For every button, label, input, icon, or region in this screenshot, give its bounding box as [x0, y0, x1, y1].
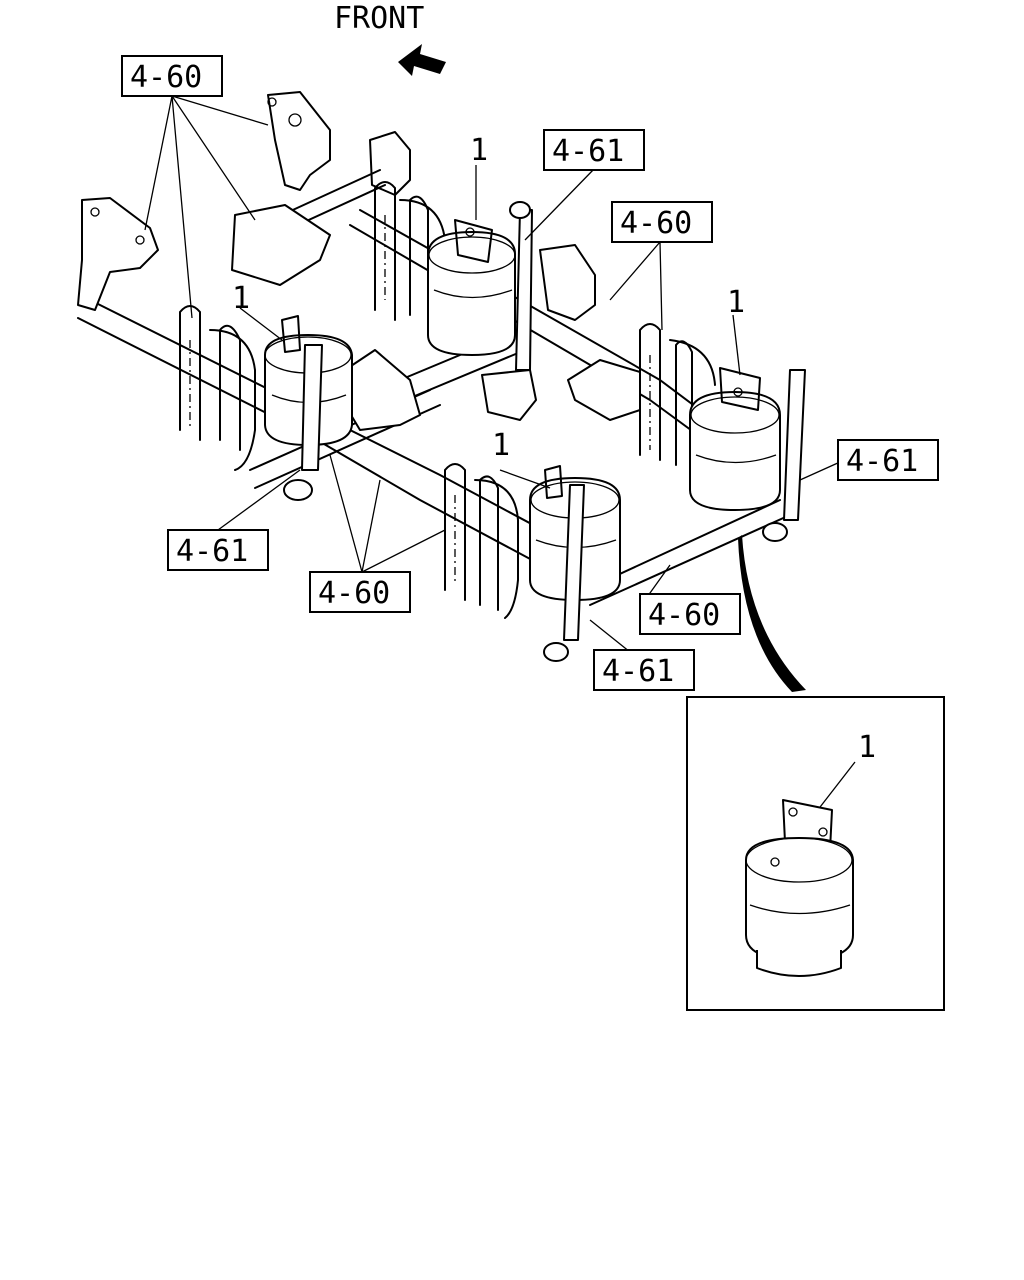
part-number-1[interactable]: 1: [492, 428, 510, 463]
callout-text: 4-61: [176, 534, 248, 569]
leader-lines: [144, 95, 841, 661]
air-spring-detail[interactable]: [745, 799, 854, 977]
detail-inset: 1: [686, 696, 945, 1011]
callout-4-61-top[interactable]: 4-61: [543, 129, 645, 171]
part-number-1[interactable]: 1: [470, 133, 488, 168]
air-spring-right: [689, 367, 781, 511]
callout-text: 4-60: [648, 598, 720, 633]
front-arrow-icon: [398, 44, 446, 76]
part-number-labels: 1 1 1 1: [232, 133, 745, 463]
callout-4-61-right[interactable]: 4-61: [837, 439, 939, 481]
callout-text: 4-60: [130, 60, 202, 95]
callout-4-61-left[interactable]: 4-61: [167, 529, 269, 571]
air-spring-rear-mid: [427, 219, 517, 356]
callout-text: 4-60: [318, 576, 390, 611]
detail-pointer: [738, 535, 806, 692]
callout-text: 4-61: [846, 444, 918, 479]
part-number-1[interactable]: 1: [858, 730, 876, 765]
suspension-assembly: [77, 91, 806, 662]
front-indicator: FRONT: [334, 1, 446, 76]
part-number-1[interactable]: 1: [232, 281, 250, 316]
front-label: FRONT: [334, 1, 424, 36]
callout-text: 4-61: [602, 654, 674, 689]
callout-4-60-top-left[interactable]: 4-60: [121, 55, 223, 97]
callout-4-61-bottom[interactable]: 4-61: [593, 649, 695, 691]
callout-text: 4-60: [620, 206, 692, 241]
callout-4-60-bottom-left[interactable]: 4-60: [309, 571, 411, 613]
callout-4-60-top-right[interactable]: 4-60: [611, 201, 713, 243]
part-number-1[interactable]: 1: [727, 285, 745, 320]
callout-text: 4-61: [552, 134, 624, 169]
callout-4-60-bottom-right[interactable]: 4-60: [639, 593, 741, 635]
